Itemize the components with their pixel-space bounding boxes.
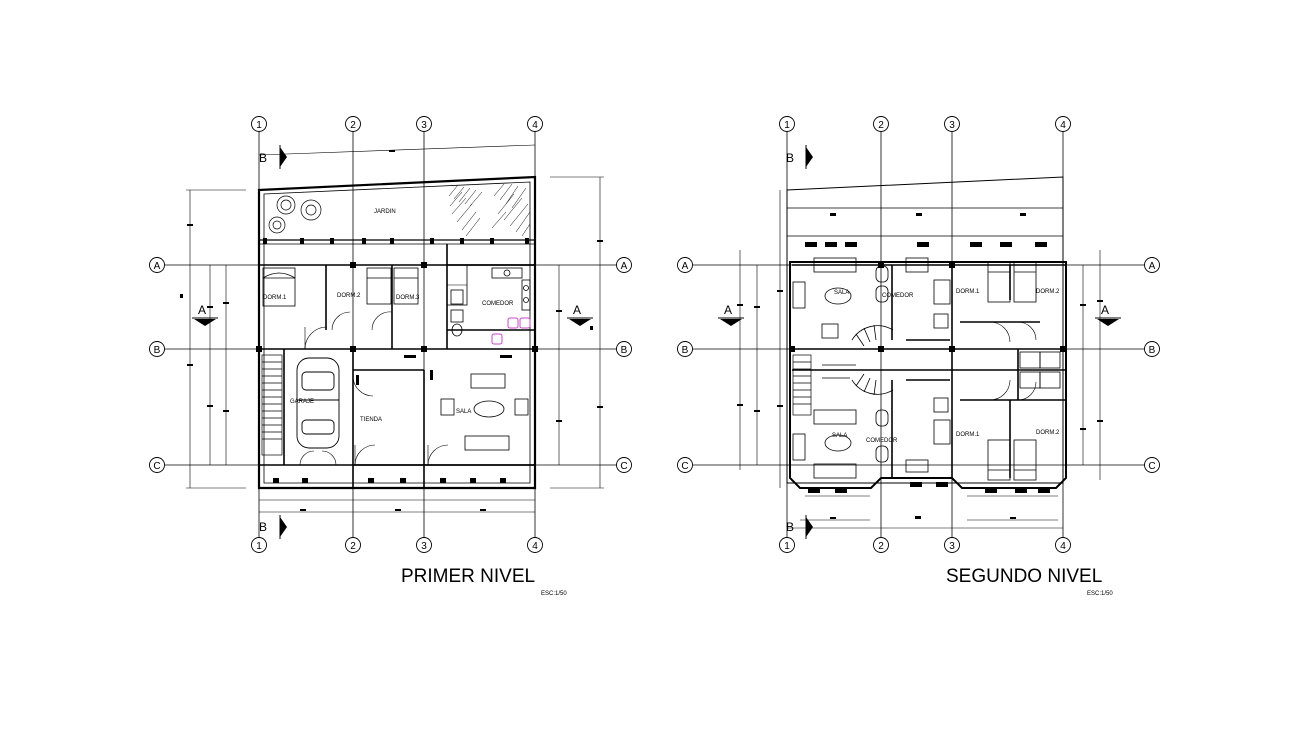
wall-marks: [789, 213, 1066, 493]
axis-row-c-left: C: [153, 461, 160, 472]
room-labels: JARDIN DORM.1 DORM.2 DORM.3 COMEDOR GARA…: [263, 209, 514, 423]
plan-primer-nivel: 1 2 3 4 1 2 3 4 A B C A B C B B A: [149, 116, 632, 597]
section-a-left-label: A: [724, 303, 732, 317]
axis-labels: 1 2 3 4 1 2 3 4 A B C A B C: [153, 120, 627, 552]
section-a-left-label: A: [198, 303, 206, 317]
curved-stair: [822, 324, 894, 396]
plan-title-primer-nivel: PRIMER NIVEL: [401, 566, 535, 587]
axis-grid-lines: [693, 131, 1145, 538]
axis-col-3-bottom: 3: [421, 541, 427, 552]
room-label-garaje: GARAJE: [290, 399, 314, 405]
plan-title-segundo-nivel: SEGUNDO NIVEL: [946, 566, 1102, 587]
axis-labels: 1 2 3 4 1 2 3 4 A B C A B C: [681, 120, 1155, 552]
room-label-tienda: TIENDA: [360, 417, 382, 423]
axis-row-b-right: B: [1149, 345, 1156, 356]
room-label-dorm2-lower: DORM.2: [1036, 430, 1060, 436]
section-arrow-icon: [806, 147, 813, 167]
axis-row-c-right: C: [1148, 461, 1155, 472]
section-markers: B B A A: [718, 145, 1121, 539]
room-label-dorm1-upper: DORM.1: [956, 289, 980, 295]
dimension-lines: [739, 190, 1101, 529]
section-a-right-label: A: [573, 303, 581, 317]
axis-row-a-right: A: [1149, 261, 1156, 272]
interior-walls: [792, 264, 1066, 478]
wall-marks: [256, 238, 538, 483]
axis-row-a-left: A: [154, 261, 161, 272]
axis-col-1-top: 1: [256, 120, 262, 131]
section-arrow-icon: [1097, 319, 1119, 326]
furniture: [440, 267, 531, 451]
garden-hatch: [448, 183, 531, 237]
axis-bubbles: [149, 116, 632, 553]
room-label-comedor-lower: COMEDOR: [866, 438, 898, 444]
axis-col-3-top: 3: [421, 120, 427, 131]
axis-col-4-bottom: 4: [532, 541, 538, 552]
beds: [262, 267, 419, 307]
doors: [299, 311, 449, 466]
section-arrow-icon: [720, 319, 742, 326]
room-label-dorm2-upper: DORM.2: [1036, 289, 1060, 295]
section-arrow-icon: [806, 517, 813, 537]
axis-col-1-bottom: 1: [256, 541, 262, 552]
outer-walls: [786, 176, 1067, 489]
section-arrow-icon: [569, 319, 591, 326]
room-label-comedor-upper: COMEDOR: [882, 293, 914, 299]
room-label-dorm1: DORM.1: [263, 295, 287, 301]
stairs: [261, 354, 283, 456]
room-labels: SALA COMEDOR DORM.1 DORM.2 SALA COMEDOR …: [832, 289, 1060, 444]
room-label-dorm1-lower: DORM.1: [956, 432, 980, 438]
room-label-comedor: COMEDOR: [482, 301, 514, 307]
axis-grid-lines: [165, 131, 617, 538]
axis-row-b-right: B: [621, 345, 628, 356]
plan-scale-segundo-nivel: ESC:1/50: [1087, 591, 1113, 597]
section-a-right-label: A: [1101, 303, 1109, 317]
axis-col-1-top: 1: [784, 120, 790, 131]
axis-col-3-bottom: 3: [949, 541, 955, 552]
section-arrow-icon: [280, 517, 287, 537]
dining-chairs: [491, 317, 531, 345]
section-arrow-icon: [280, 147, 287, 167]
axis-col-2-bottom: 2: [350, 541, 356, 552]
room-label-sala-upper: SALA: [834, 290, 849, 296]
dimension-lines: [186, 144, 604, 513]
doors: [989, 321, 1037, 401]
axis-col-4-bottom: 4: [1060, 541, 1066, 552]
axis-col-4-top: 4: [532, 120, 538, 131]
axis-row-a-right: A: [621, 261, 628, 272]
room-label-sala: SALA: [456, 409, 471, 415]
section-b-bottom-label: B: [786, 520, 794, 534]
room-label-dorm2: DORM.2: [337, 293, 361, 299]
section-b-top-label: B: [259, 151, 267, 165]
furniture: [792, 257, 1061, 481]
axis-row-c-right: C: [620, 461, 627, 472]
axis-bubbles: [677, 116, 1160, 553]
interior-walls: [259, 244, 535, 488]
garden-trees: [268, 195, 322, 234]
section-markers: B B A A: [192, 145, 593, 539]
axis-row-c-left: C: [681, 461, 688, 472]
section-b-top-label: B: [786, 151, 794, 165]
axis-row-b-left: B: [682, 345, 689, 356]
axis-col-2-top: 2: [350, 120, 356, 131]
axis-row-a-left: A: [682, 261, 689, 272]
room-label-sala-lower: SALA: [832, 433, 847, 439]
stairs: [792, 354, 812, 416]
dimension-ticks: [180, 150, 603, 511]
axis-col-3-top: 3: [949, 120, 955, 131]
plan-segundo-nivel: 1 2 3 4 1 2 3 4 A B C A B C B B A: [677, 116, 1160, 597]
axis-col-2-bottom: 2: [878, 541, 884, 552]
plan-scale-primer-nivel: ESC:1/50: [541, 591, 567, 597]
room-label-jardin: JARDIN: [374, 209, 396, 215]
car: [296, 357, 340, 449]
axis-col-2-top: 2: [878, 120, 884, 131]
section-arrow-icon: [194, 319, 216, 326]
section-b-bottom-label: B: [259, 520, 267, 534]
axis-col-1-bottom: 1: [784, 541, 790, 552]
room-label-dorm3: DORM.3: [396, 295, 420, 301]
axis-row-b-left: B: [154, 345, 161, 356]
axis-col-4-top: 4: [1060, 120, 1066, 131]
dimension-ticks: [737, 290, 1103, 519]
outer-walls: [257, 175, 537, 490]
